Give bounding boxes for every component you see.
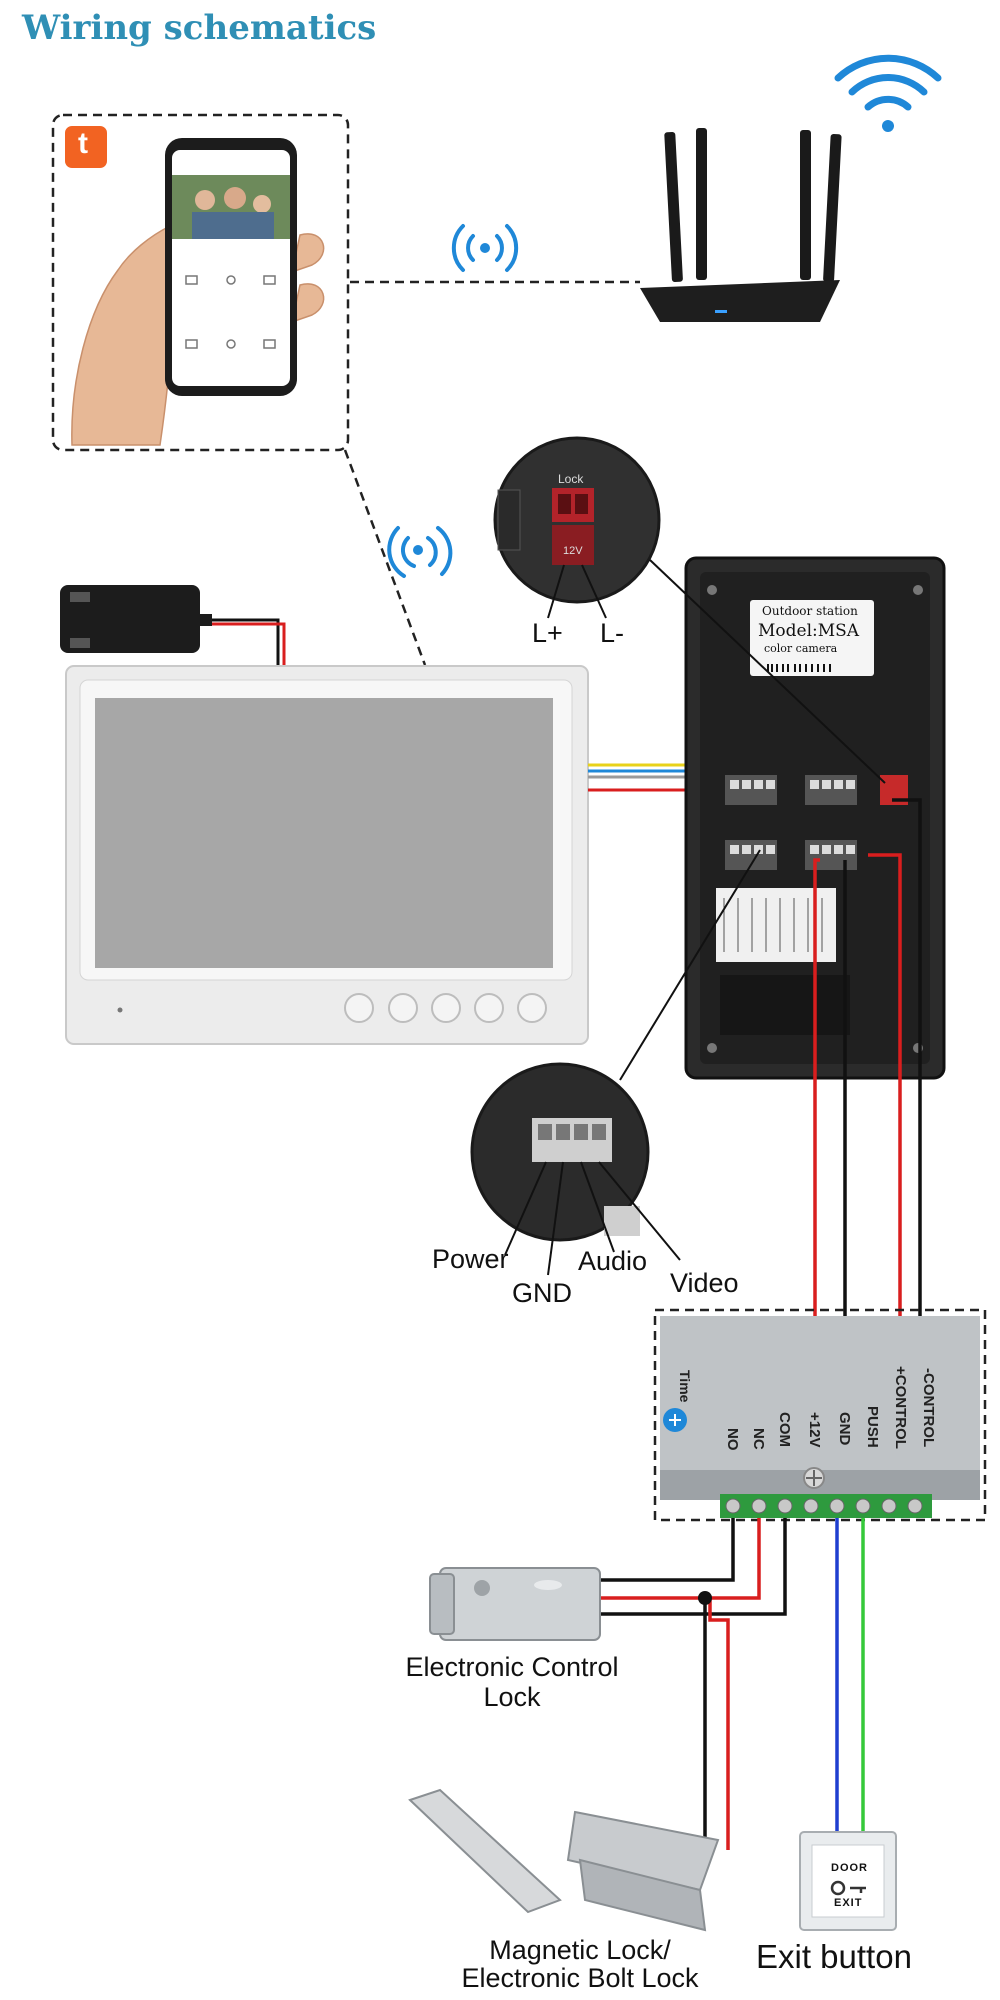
broadcast-icon [451, 224, 519, 272]
wifi-router [640, 128, 842, 322]
controller-wires [813, 798, 922, 1400]
terminal-label-power: Power [432, 1244, 509, 1274]
controller-pin-com: COM [776, 1412, 793, 1447]
exit-button-label: Exit button [756, 1938, 912, 1975]
station-pin-sticker [716, 888, 836, 962]
lock-connector-voltage: 12V [563, 545, 583, 557]
tuya-app-badge-letter: t [78, 127, 88, 160]
exit-button-device [799, 1831, 897, 1931]
lock-wires [598, 1518, 865, 1850]
hand-image [71, 224, 173, 446]
magnetic-lock-label: Magnetic Lock/ Electronic Bolt Lock [420, 1936, 740, 1992]
key-icon [830, 1880, 866, 1896]
access-controller [653, 1308, 987, 1522]
time-knob-icon [663, 1408, 687, 1432]
electronic-lock-label-line1: Electronic Control [405, 1652, 619, 1682]
controller-terminal-strip [720, 1494, 932, 1518]
lock-pin-minus: L- [600, 618, 625, 648]
electronic-lock-label-line2: Lock [483, 1682, 541, 1712]
controller-pin-gnd: GND [836, 1412, 853, 1446]
electronic-control-lock [429, 1567, 601, 1641]
monitor-screen [95, 698, 553, 968]
tuya-app-icon [65, 126, 107, 168]
page-title: Wiring schematics [22, 8, 377, 48]
controller-pin-12v: +12V [806, 1412, 823, 1448]
terminal-label-gnd: GND [512, 1278, 572, 1308]
station-model-label [750, 600, 874, 676]
controller-pin-push: PUSH [864, 1406, 881, 1448]
magnetic-lock-label-line1: Magnetic Lock/ [489, 1935, 671, 1965]
wifi-icon [834, 54, 942, 132]
controller-pin-plus-control: +CONTROL [892, 1366, 909, 1449]
station-label-line3: color camera [764, 642, 838, 655]
terminal-connector-zoom [470, 849, 761, 1276]
monitor-buttons [344, 993, 547, 1023]
wifi-link-line-monitor [343, 449, 427, 666]
magnetic-lock [408, 1788, 720, 1932]
smartphone [165, 138, 297, 396]
indoor-monitor [65, 665, 589, 1045]
power-adapter [60, 585, 286, 665]
controller-time-label: Time [677, 1370, 693, 1403]
station-label-line2: Model:MSA [758, 621, 860, 641]
lock-connector-zoom [493, 436, 886, 784]
terminal-label-audio: Audio [578, 1246, 648, 1276]
controller-pin-nc: NC [750, 1428, 767, 1450]
electronic-lock-label: Electronic Control Lock [372, 1652, 652, 1712]
broadcast-icon-monitor [387, 526, 453, 578]
lock-pin-plus: L+ [532, 618, 563, 648]
exit-plate-top-text: DOOR [831, 1862, 868, 1874]
terminal-label-video: Video [670, 1268, 739, 1298]
magnetic-lock-label-line2: Electronic Bolt Lock [461, 1963, 699, 1993]
station-label-line1: Outdoor station [762, 604, 858, 618]
lock-connector-text: Lock [558, 472, 584, 486]
exit-plate-bottom-text: EXIT [834, 1897, 863, 1909]
controller-pin-no: NO [724, 1428, 741, 1451]
controller-pin-minus-control: -CONTROL [920, 1368, 937, 1448]
phone-app-group [51, 113, 350, 452]
